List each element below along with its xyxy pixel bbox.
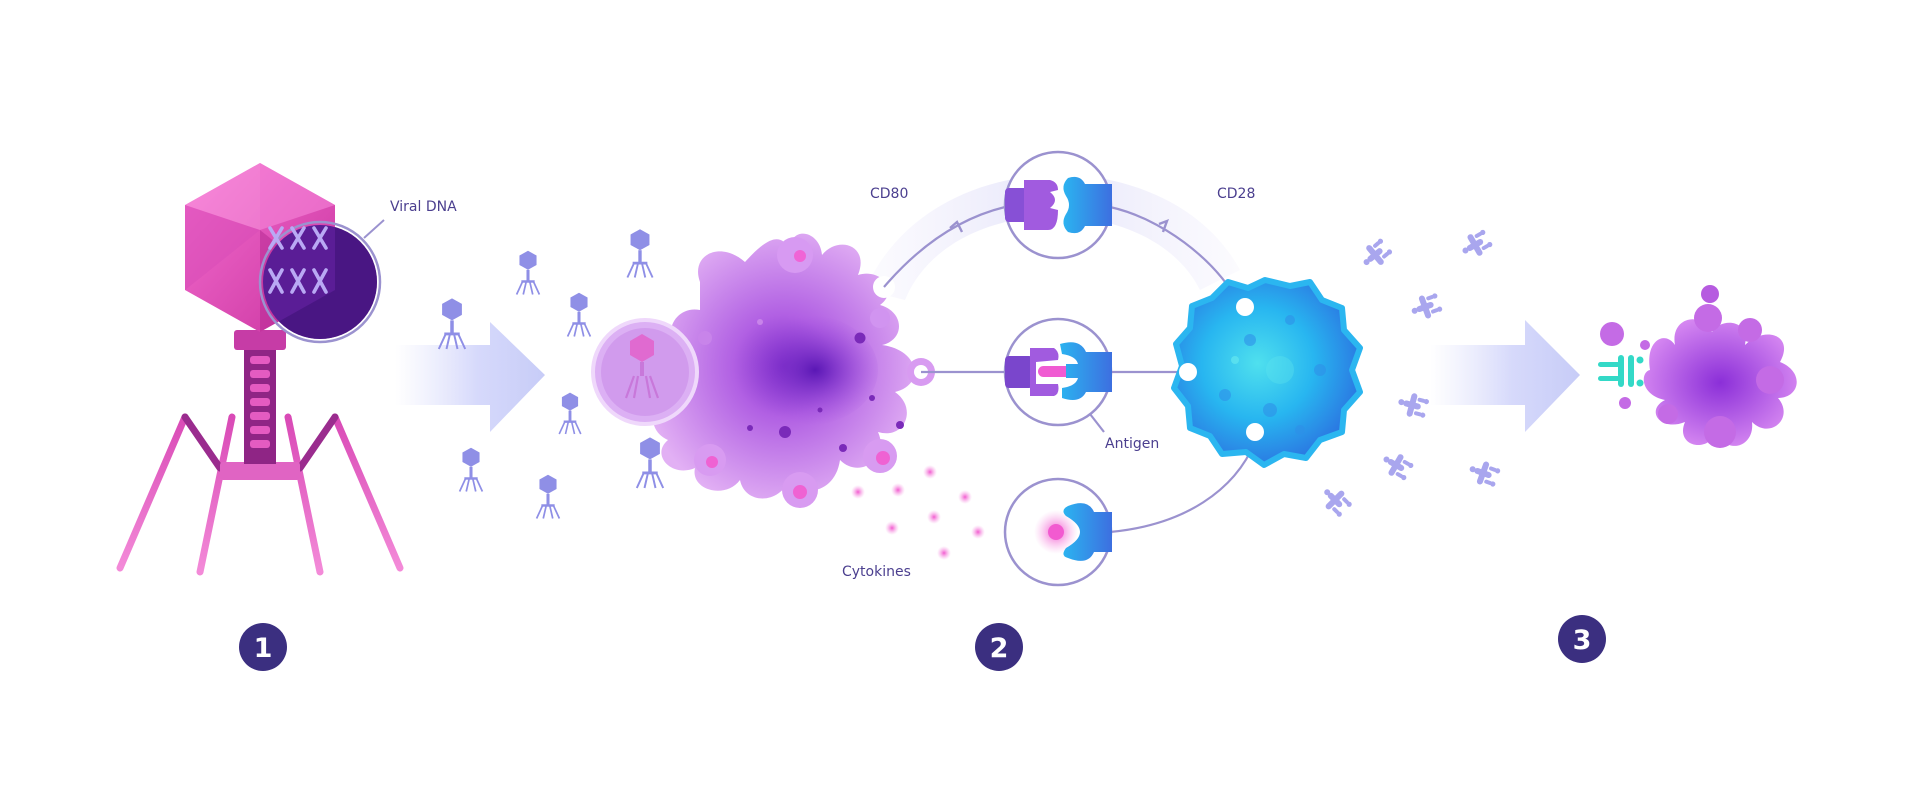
antibody-icon: [1407, 290, 1444, 324]
antibody-icon: [1395, 389, 1431, 421]
phage-icon: [558, 391, 582, 435]
viral-dna-magnifier: [258, 219, 385, 344]
flow-arrow-1: [395, 322, 545, 432]
step-number: 1: [254, 633, 273, 664]
step-badge-3: 3: [1558, 615, 1606, 663]
antibody-icon: [1465, 456, 1502, 490]
phage-icon: [566, 291, 592, 338]
interaction-arc-band: [865, 174, 1240, 300]
phage-baseplate: [220, 462, 300, 480]
phage-icon: [437, 297, 467, 350]
bacteriophage: Viral DNA: [116, 163, 457, 576]
antigen-presenting-cell: [591, 233, 935, 508]
label-cd80: CD80: [870, 186, 908, 202]
label-cytokines: Cytokines: [842, 564, 911, 580]
step-badge-1: 1: [239, 623, 287, 671]
phage-icon: [535, 473, 561, 520]
cytokine-receptor-circle: [1003, 477, 1113, 587]
antibody-icon: [1456, 226, 1495, 263]
bound-antibody-icon: [1598, 355, 1644, 387]
phage-icon: [458, 446, 484, 493]
antibody-icon: [1316, 481, 1355, 520]
antigen-binding-circle: [1003, 317, 1113, 427]
flow-arrow-2: [1430, 320, 1580, 432]
label-antigen: Antigen: [1105, 436, 1159, 452]
antibody-icon: [1356, 235, 1395, 274]
phage-icon: [635, 436, 665, 489]
engulfed-phage: [591, 318, 699, 426]
step-number: 3: [1573, 625, 1592, 656]
step-badge-2: 2: [975, 623, 1023, 671]
chromosome-icon: [268, 226, 328, 294]
neutralized-pathogen: [1598, 285, 1797, 448]
label-cd28: CD28: [1217, 186, 1255, 202]
phage-tail: [234, 330, 286, 464]
step-number: 2: [990, 633, 1009, 664]
cd80-cd28-binding-circle: [1003, 150, 1113, 260]
phage-icon: [515, 249, 541, 296]
phage-legs: [116, 413, 404, 576]
antibody-icon: [1377, 447, 1416, 484]
phage-icon: [626, 228, 654, 279]
label-viral-dna: Viral DNA: [390, 199, 457, 215]
t-cell: [1171, 277, 1363, 468]
cytokines-cloud: [851, 465, 985, 560]
